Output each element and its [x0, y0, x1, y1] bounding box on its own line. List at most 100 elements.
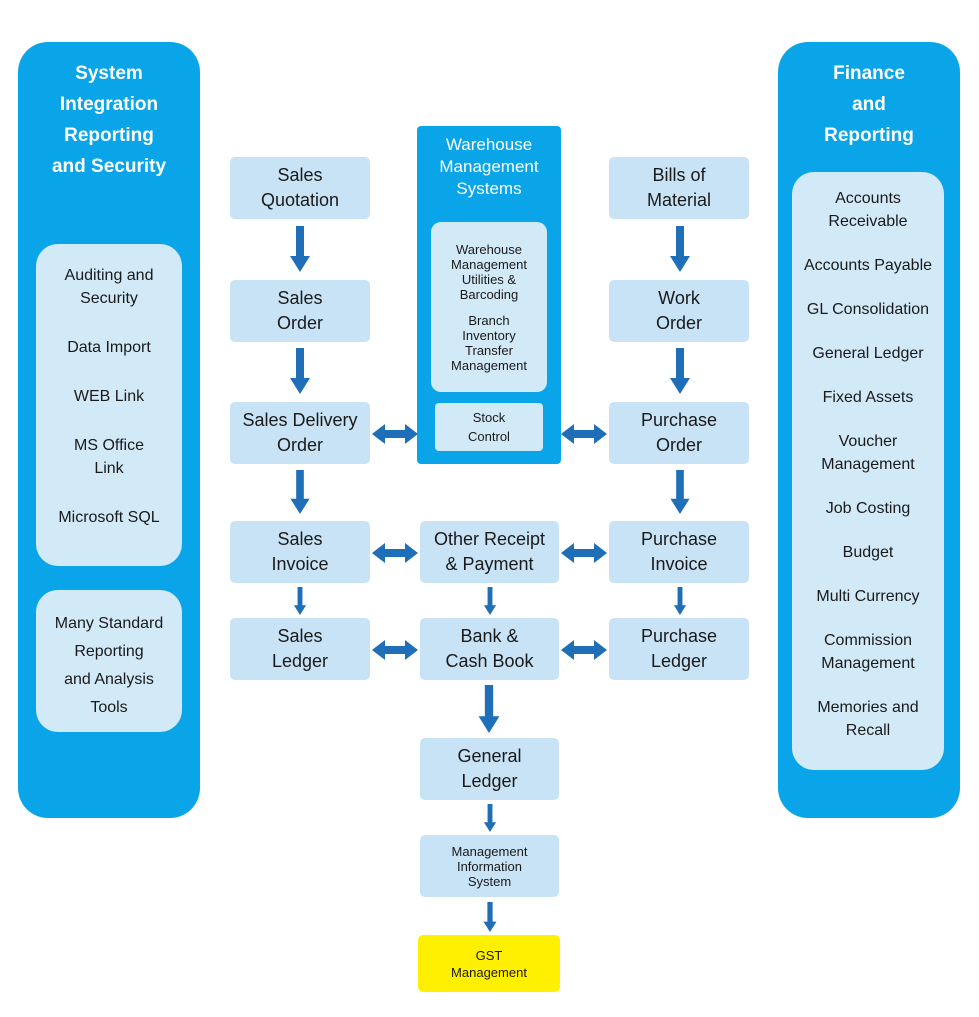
list-item: Fixed Assets: [822, 389, 914, 406]
module-label: Inventory: [462, 327, 516, 343]
arrow-down-icon: [290, 226, 310, 272]
box-label: Sales: [277, 626, 323, 646]
box-label: Sales: [277, 165, 323, 185]
list-item: Tools: [90, 699, 128, 716]
arrow-down-icon: [670, 348, 690, 394]
box-label: Order: [276, 313, 323, 333]
box-label: General: [457, 746, 522, 766]
warehouse-title-line: Systems: [456, 179, 522, 198]
module-label: Warehouse: [456, 241, 522, 257]
list-item: Link: [94, 460, 124, 477]
box-label: System: [467, 873, 512, 889]
arrow-down-icon: [673, 587, 687, 615]
arrow-down-icon: [483, 587, 497, 615]
bills-of-material-box: Bills of Material: [609, 157, 749, 219]
arrow-down-icon: [483, 804, 497, 832]
double-arrow-icon: [561, 424, 607, 444]
list-item: Accounts: [835, 190, 901, 207]
box-label: GST: [475, 947, 503, 963]
box-label: Management: [451, 964, 527, 980]
box-label: Purchase: [640, 410, 718, 430]
purchase-order-box: Purchase Order: [609, 402, 749, 464]
other-receipt-payment-box: Other Receipt & Payment: [420, 521, 559, 583]
box-label: Bills of: [652, 165, 706, 185]
warehouse-title-line: Warehouse: [445, 135, 533, 154]
arrow-down-icon: [670, 470, 690, 514]
list-item: GL Consolidation: [806, 301, 930, 318]
module-label: Barcoding: [459, 286, 519, 302]
arrow-down-icon: [290, 470, 310, 514]
list-item: Auditing and: [64, 267, 154, 284]
bank-cash-book-box: Bank & Cash Book: [420, 618, 559, 680]
warehouse-management-block: Warehouse Management Systems Warehouse M…: [417, 126, 561, 464]
panel-title-line: Reporting: [824, 125, 914, 146]
list-item: Many Standard: [54, 615, 164, 632]
module-label: Management: [451, 357, 527, 373]
panel-title-line: Finance: [833, 63, 905, 84]
list-item: MS Office: [74, 437, 144, 454]
box-label: Cash Book: [445, 651, 534, 671]
box-label: Sales: [277, 288, 323, 308]
list-item: Memories and: [817, 699, 919, 716]
box-label: Bank &: [460, 626, 519, 646]
list-item: Management: [821, 655, 915, 672]
box-label: Invoice: [650, 554, 708, 574]
module-label: Transfer: [465, 342, 513, 358]
arrow-down-icon: [483, 902, 497, 932]
work-order-box: Work Order: [609, 280, 749, 342]
box-label: Invoice: [271, 554, 329, 574]
gst-management-box: GST Management: [418, 935, 560, 992]
list-item: Accounts Payable: [803, 257, 933, 274]
finance-reporting-panel: Finance and Reporting Accounts Receivabl…: [778, 42, 960, 818]
box-label: Purchase: [640, 529, 718, 549]
sales-ledger-box: Sales Ledger: [230, 618, 370, 680]
box-label: Order: [655, 313, 702, 333]
box-label: Sales Delivery: [242, 410, 358, 430]
list-item: and Analysis: [64, 671, 154, 688]
finance-modules-list: Accounts Receivable Accounts Payable GL …: [792, 172, 944, 770]
sales-invoice-box: Sales Invoice: [230, 521, 370, 583]
box-label: Information: [456, 858, 523, 874]
system-integration-title: System Integration Reporting and Securit…: [18, 58, 200, 182]
double-arrow-icon: [372, 424, 418, 444]
panel-title-line: Integration: [59, 94, 159, 115]
module-label: Stock: [472, 410, 506, 425]
management-information-system-box: Management Information System: [420, 835, 559, 897]
general-ledger-box: General Ledger: [420, 738, 559, 800]
list-item: WEB Link: [73, 388, 145, 405]
list-item: Reporting: [74, 643, 144, 660]
list-item: Recall: [845, 722, 891, 739]
panel-title-line: System: [75, 63, 143, 84]
panel-title-line: Reporting: [64, 125, 154, 146]
box-label: Management: [451, 843, 528, 859]
double-arrow-icon: [372, 543, 418, 563]
module-label: Branch: [468, 312, 510, 328]
finance-reporting-title: Finance and Reporting: [778, 58, 960, 151]
arrow-down-icon: [293, 587, 307, 615]
list-item: Multi Currency: [816, 588, 920, 605]
purchase-ledger-box: Purchase Ledger: [609, 618, 749, 680]
box-label: Ledger: [271, 651, 329, 671]
list-item: Budget: [842, 544, 894, 561]
box-label: Order: [276, 435, 323, 455]
sales-delivery-order-box: Sales Delivery Order: [230, 402, 370, 464]
security-tools-list: Auditing and Security Data Import WEB Li…: [36, 244, 182, 566]
arrow-down-icon: [670, 226, 690, 272]
panel-title-line: and: [852, 94, 886, 115]
box-label: Ledger: [461, 771, 518, 791]
module-label: Utilities &: [461, 271, 517, 287]
module-label: Management: [451, 256, 527, 272]
module-label: Control: [468, 429, 510, 444]
box-label: Sales: [277, 529, 323, 549]
sales-order-box: Sales Order: [230, 280, 370, 342]
list-item: Management: [821, 456, 915, 473]
list-item: Job Costing: [825, 500, 911, 517]
box-label: Quotation: [260, 190, 340, 210]
stock-control-box: Stock Control: [435, 403, 543, 451]
list-item: Commission: [823, 632, 912, 649]
sales-quotation-box: Sales Quotation: [230, 157, 370, 219]
purchase-invoice-box: Purchase Invoice: [609, 521, 749, 583]
list-item: Voucher: [838, 433, 898, 450]
reporting-tools-box: Many Standard Reporting and Analysis Too…: [36, 590, 182, 732]
